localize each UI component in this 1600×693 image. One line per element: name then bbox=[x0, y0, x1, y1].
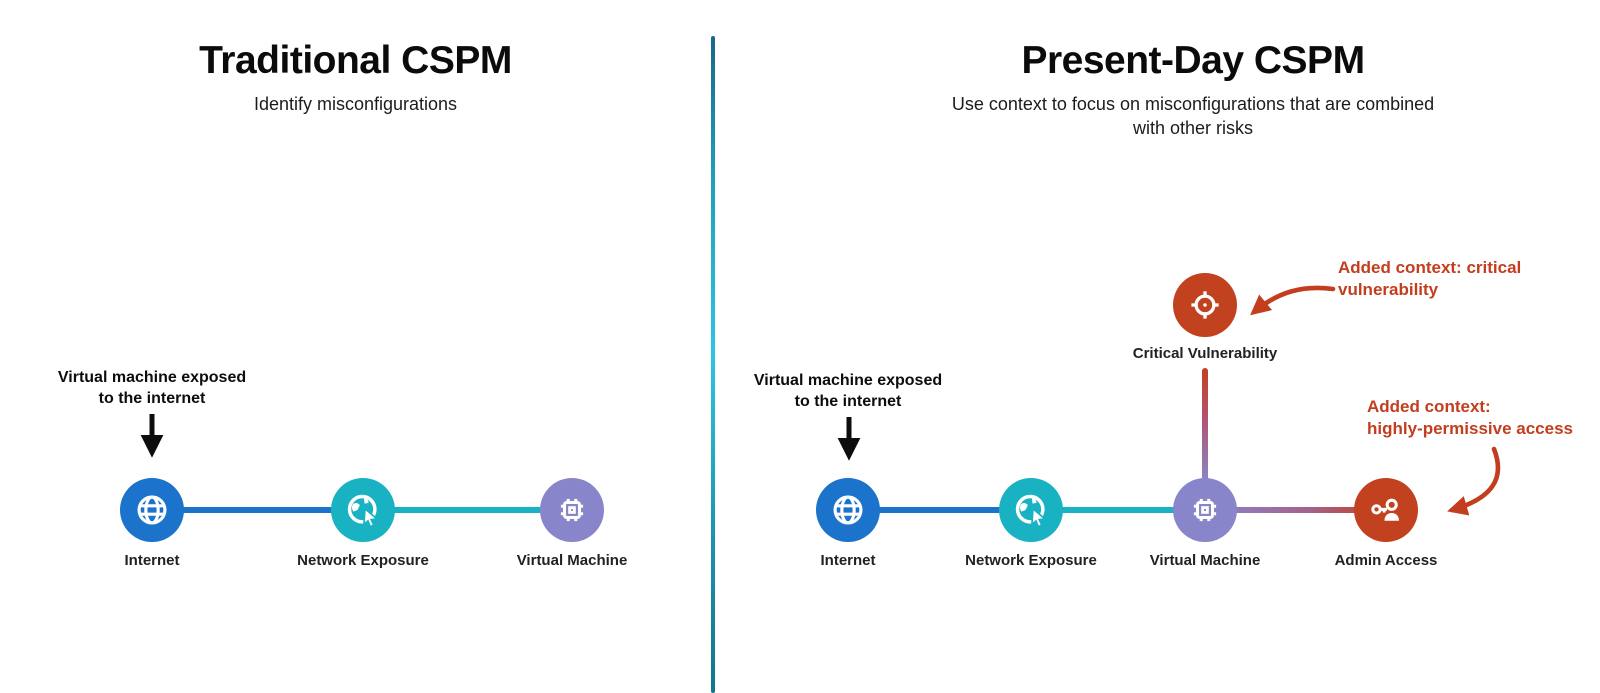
globe-icon bbox=[830, 492, 866, 528]
left-panel-title: Traditional CSPM bbox=[199, 39, 512, 82]
key-user-icon bbox=[1367, 491, 1405, 529]
globe-cursor-icon bbox=[344, 491, 382, 529]
callout-critical-vulnerability-line2: vulnerability bbox=[1338, 280, 1439, 299]
left-vm-exposed-annotation: Virtual machine exposed to the internet bbox=[58, 367, 246, 409]
right-label-virtual-machine: Virtual Machine bbox=[1149, 552, 1261, 569]
right-panel-subtitle-line1: Use context to focus on misconfiguration… bbox=[951, 93, 1435, 114]
right-node-network-exposure bbox=[999, 478, 1063, 542]
globe-cursor-icon bbox=[1012, 491, 1050, 529]
right-vm-exposed-annotation-line2: to the internet bbox=[794, 393, 902, 410]
callout-permissive-access: Added context: highly-permissive access bbox=[1367, 396, 1573, 440]
right-label-internet: Internet bbox=[820, 552, 876, 569]
left-panel-subtitle: Identify misconfigurations bbox=[253, 93, 458, 114]
left-node-network-exposure bbox=[331, 478, 395, 542]
globe-icon bbox=[134, 492, 170, 528]
callout-critical-vulnerability-line1: Added context: critical bbox=[1338, 258, 1522, 277]
callout-critical-vulnerability: Added context: critical vulnerability bbox=[1338, 257, 1521, 301]
right-connector-internet-network bbox=[848, 507, 1031, 513]
curved-arrow-admin-access-icon bbox=[1447, 446, 1501, 516]
right-connector-vm-admin bbox=[1205, 507, 1386, 513]
left-vm-exposed-annotation-line1: Virtual machine exposed bbox=[57, 369, 247, 386]
right-node-admin-access bbox=[1354, 478, 1418, 542]
left-label-internet: Internet bbox=[124, 552, 180, 569]
right-connector-vulnerability-vm bbox=[1202, 368, 1208, 482]
right-node-virtual-machine bbox=[1173, 478, 1237, 542]
right-panel-title: Present-Day CSPM bbox=[1021, 39, 1365, 82]
right-vm-exposed-annotation-line1: Virtual machine exposed bbox=[753, 372, 943, 389]
left-connector-network-vm bbox=[363, 507, 572, 513]
left-vm-exposed-annotation-line2: to the internet bbox=[98, 390, 206, 407]
left-label-network-exposure: Network Exposure bbox=[297, 552, 429, 569]
left-connector-internet-network bbox=[152, 507, 363, 513]
right-label-critical-vulnerability: Critical Vulnerability bbox=[1132, 345, 1278, 362]
right-panel-subtitle-line2: with other risks bbox=[1132, 117, 1254, 138]
right-panel-header: Present-Day CSPM Use context to focus on… bbox=[783, 39, 1600, 140]
right-label-network-exposure: Network Exposure bbox=[965, 552, 1097, 569]
right-panel-subtitle: Use context to focus on misconfiguration… bbox=[783, 92, 1600, 140]
right-node-critical-vulnerability bbox=[1173, 273, 1237, 337]
left-label-virtual-machine: Virtual Machine bbox=[516, 552, 628, 569]
left-panel-header: Traditional CSPM Identify misconfigurati… bbox=[0, 39, 711, 116]
right-label-admin-access: Admin Access bbox=[1334, 552, 1438, 569]
right-node-internet bbox=[816, 478, 880, 542]
left-node-internet bbox=[120, 478, 184, 542]
callout-permissive-access-line2: highly-permissive access bbox=[1367, 419, 1574, 438]
right-vm-exposed-annotation: Virtual machine exposed to the internet bbox=[754, 370, 942, 412]
target-icon bbox=[1186, 286, 1224, 324]
chip-icon bbox=[1187, 492, 1223, 528]
chip-icon bbox=[554, 492, 590, 528]
callout-permissive-access-line1: Added context: bbox=[1367, 397, 1491, 416]
left-node-virtual-machine bbox=[540, 478, 604, 542]
curved-arrow-critical-vulnerability-icon bbox=[1250, 285, 1336, 316]
right-connector-network-vm bbox=[1031, 507, 1205, 513]
panel-divider-line bbox=[711, 36, 715, 693]
